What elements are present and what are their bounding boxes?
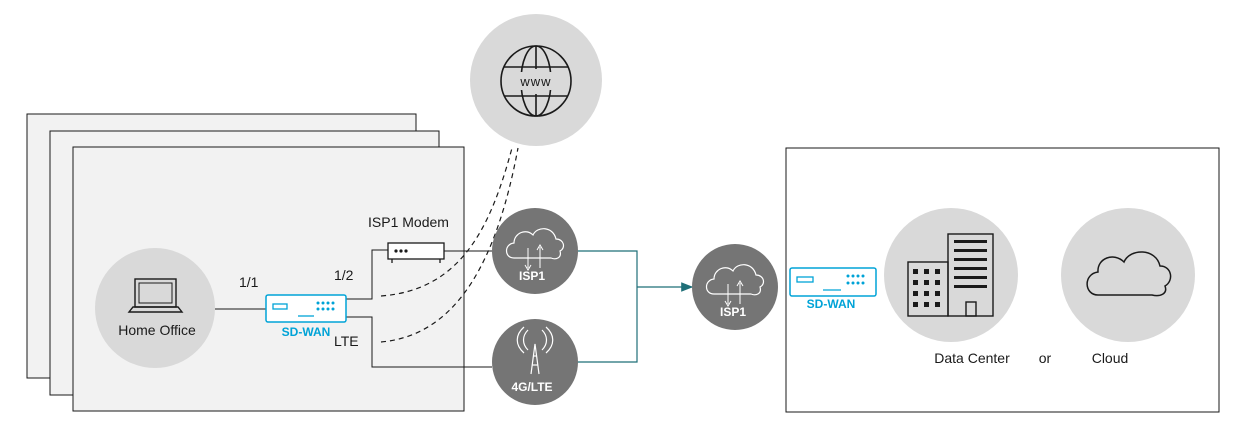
laptop-icon bbox=[127, 278, 184, 313]
hub-sdwan-appliance: SD-WAN bbox=[789, 267, 877, 311]
lte-node: 4G/LTE bbox=[492, 319, 578, 405]
cloud-destination-icon bbox=[1086, 251, 1172, 297]
home-office-node: Home Office bbox=[95, 248, 215, 368]
link-sdwan-to-modem bbox=[346, 249, 388, 300]
dashed-line-lte-to-internet bbox=[380, 147, 519, 343]
data-center-label: Data Center bbox=[934, 350, 1010, 366]
branch-sdwan-appliance: SD-WAN bbox=[265, 294, 347, 339]
cell-tower-icon bbox=[516, 326, 554, 375]
hub-isp1-label: ISP1 bbox=[720, 305, 746, 319]
lte-node-label: 4G/LTE bbox=[511, 380, 552, 394]
data-center-node bbox=[884, 208, 1018, 342]
building-windows bbox=[913, 240, 987, 307]
hub-isp1-node: ISP1 bbox=[692, 244, 778, 330]
port-1-2-label: 1/2 bbox=[334, 267, 354, 283]
branch-sdwan-label: SD-WAN bbox=[282, 325, 331, 339]
globe-www-text: www bbox=[519, 74, 551, 89]
hub-cloud-icon bbox=[705, 264, 765, 296]
cloud-label: Cloud bbox=[1092, 350, 1129, 366]
link-sdwan-to-lte bbox=[346, 316, 492, 368]
lte-port-label: LTE bbox=[334, 333, 359, 349]
isp1-label: ISP1 bbox=[519, 269, 545, 283]
modem-device bbox=[387, 242, 445, 263]
home-office-label: Home Office bbox=[118, 322, 196, 338]
cloud-icon bbox=[505, 228, 565, 260]
isp1-node: ISP1 bbox=[492, 208, 578, 294]
modem-label: ISP1 Modem bbox=[368, 214, 449, 230]
or-label: or bbox=[1039, 350, 1052, 366]
building-icon bbox=[907, 233, 994, 317]
cloud-node bbox=[1061, 208, 1195, 342]
port-1-1-label: 1/1 bbox=[239, 274, 259, 290]
link-lte-to-hub bbox=[577, 287, 638, 363]
link-isp1-to-hub bbox=[577, 250, 638, 287]
hub-sdwan-label: SD-WAN bbox=[807, 297, 856, 311]
internet-node: www bbox=[470, 14, 602, 146]
